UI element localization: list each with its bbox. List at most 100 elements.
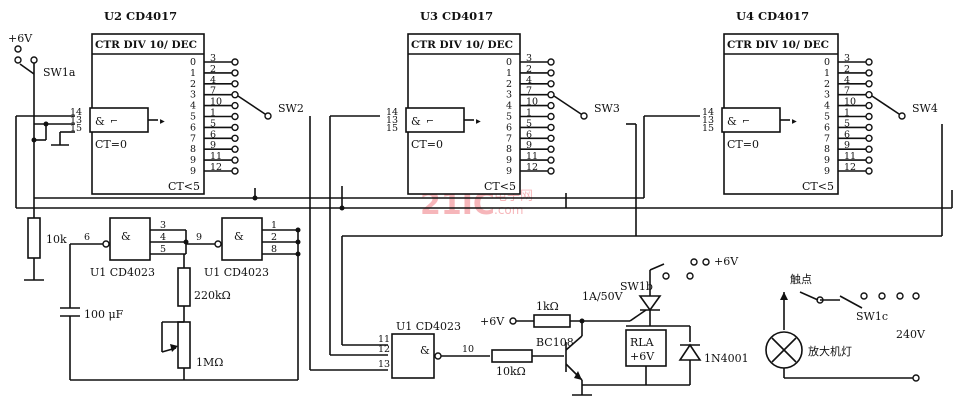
input-pin-label: 15 <box>702 123 714 134</box>
triangle-icon: ▸ <box>792 116 797 127</box>
output-terminal <box>547 58 555 66</box>
output-index: 4 <box>506 101 512 112</box>
output-pin-label: 6 <box>210 129 216 140</box>
u2-input-wiring <box>15 115 75 208</box>
output-pin-label: 12 <box>210 162 222 173</box>
sw1a-label: SW1a <box>43 66 76 79</box>
output-pin-label: 1 <box>210 108 216 119</box>
output-index: 9 <box>190 166 196 177</box>
output-index: 9 <box>506 155 512 166</box>
output-terminal <box>865 123 873 132</box>
watermark-domain: .com <box>494 203 523 217</box>
output-pin-label: 10 <box>526 97 538 108</box>
relay-name: RLA <box>630 336 655 349</box>
output-pin-label: 7 <box>526 86 532 97</box>
resistor-1k <box>533 314 571 328</box>
output-pin-label: 2 <box>526 64 532 75</box>
counter-ct5: CT<5 <box>484 180 516 193</box>
bus-wiring <box>16 115 953 370</box>
output-index: 3 <box>824 90 830 101</box>
pin-label: 5 <box>160 244 166 255</box>
input-pin-label: 14 <box>702 107 714 118</box>
switch-arm <box>237 95 269 117</box>
output-pin-label: 6 <box>844 129 850 140</box>
timing-network: 10k 100 μF 220kΩ 1MΩ <box>24 217 299 381</box>
output-index: 5 <box>506 112 512 123</box>
output-index: 8 <box>506 144 512 155</box>
terminal <box>896 292 904 300</box>
gate-label: U1 CD4023 <box>396 320 461 333</box>
relay-section: 1A/50V 1N4001 RLA +6V SW1b +6V <box>582 255 749 386</box>
gate-label: U1 CD4023 <box>204 266 269 279</box>
output-terminal <box>547 134 555 143</box>
inverter-bubble <box>214 240 222 248</box>
supply-top-label: +6V <box>8 32 33 45</box>
output-pin-label: 12 <box>526 162 538 173</box>
output-terminal <box>865 112 873 121</box>
input-pin-label: 15 <box>70 123 82 134</box>
resistor-10k-label: 10k <box>46 233 67 246</box>
schmitt-icon: ⌐ <box>742 116 750 127</box>
pin-label: 13 <box>378 359 390 370</box>
output-pin-label: 7 <box>844 86 850 97</box>
output-terminal <box>547 167 555 175</box>
diode-symbol <box>678 343 702 361</box>
output-pin-label: 2 <box>210 64 216 75</box>
pin-label: 12 <box>378 344 390 355</box>
resistor-base <box>491 349 533 363</box>
input-block <box>89 107 149 133</box>
output-index: 1 <box>506 68 512 79</box>
input-pin-label: 14 <box>386 107 398 118</box>
output-terminal <box>865 156 873 164</box>
output-index: 4 <box>190 101 196 112</box>
contact-label: 触点 <box>790 272 812 286</box>
output-terminal <box>865 101 873 110</box>
gate-symbol: & <box>420 344 430 357</box>
output-terminal <box>547 156 555 164</box>
output-terminal <box>231 112 239 121</box>
counter-header: CTR DIV 10/ DEC <box>727 39 829 51</box>
counter-title: U4 CD4017 <box>736 9 809 23</box>
output-index: 8 <box>824 144 830 155</box>
counter-ct0: CT=0 <box>95 138 127 151</box>
capacitor-label: 100 μF <box>84 308 124 321</box>
output-pin-label: 2 <box>844 64 850 75</box>
transistor-label: BC108 <box>536 336 574 349</box>
relay-coil <box>625 329 667 367</box>
input-and-symbol: & <box>411 115 421 128</box>
terminal <box>14 56 22 64</box>
pin-label: 9 <box>196 232 202 243</box>
pin-label: 1 <box>271 220 277 231</box>
output-pin-label: 10 <box>844 97 856 108</box>
output-terminal <box>547 112 555 121</box>
output-pin-label: 5 <box>844 118 850 129</box>
output-index: 1 <box>824 68 830 79</box>
input-and-symbol: & <box>727 115 737 128</box>
resistor-base-label: 10kΩ <box>496 365 526 378</box>
pin-label: 8 <box>271 244 277 255</box>
terminal <box>690 258 698 266</box>
output-index: 9 <box>824 166 830 177</box>
output-index: 1 <box>190 68 196 79</box>
schmitt-icon: ⌐ <box>110 116 118 127</box>
counter-ct5: CT<5 <box>802 180 834 193</box>
output-terminal <box>865 145 873 153</box>
output-terminal <box>547 123 555 132</box>
output-pin-label: 5 <box>210 118 216 129</box>
sw1c-label: SW1c <box>856 310 888 323</box>
triangle-icon: ▸ <box>476 116 481 127</box>
sw1b-label: SW1b <box>620 280 653 293</box>
fuse-label: 1A/50V <box>582 290 624 303</box>
inverter-bubble <box>434 352 442 360</box>
output-pin-label: 12 <box>844 162 856 173</box>
output-index: 0 <box>506 57 512 68</box>
output-pin-label: 4 <box>526 75 532 86</box>
gate-label: U1 CD4023 <box>90 266 155 279</box>
output-terminal <box>865 80 873 88</box>
counter-header: CTR DIV 10/ DEC <box>95 39 197 51</box>
switch-label: SW3 <box>594 102 620 115</box>
output-index: 3 <box>190 90 196 101</box>
lamp-label: 放大机灯 <box>808 344 852 358</box>
relay-voltage: +6V <box>630 350 655 363</box>
